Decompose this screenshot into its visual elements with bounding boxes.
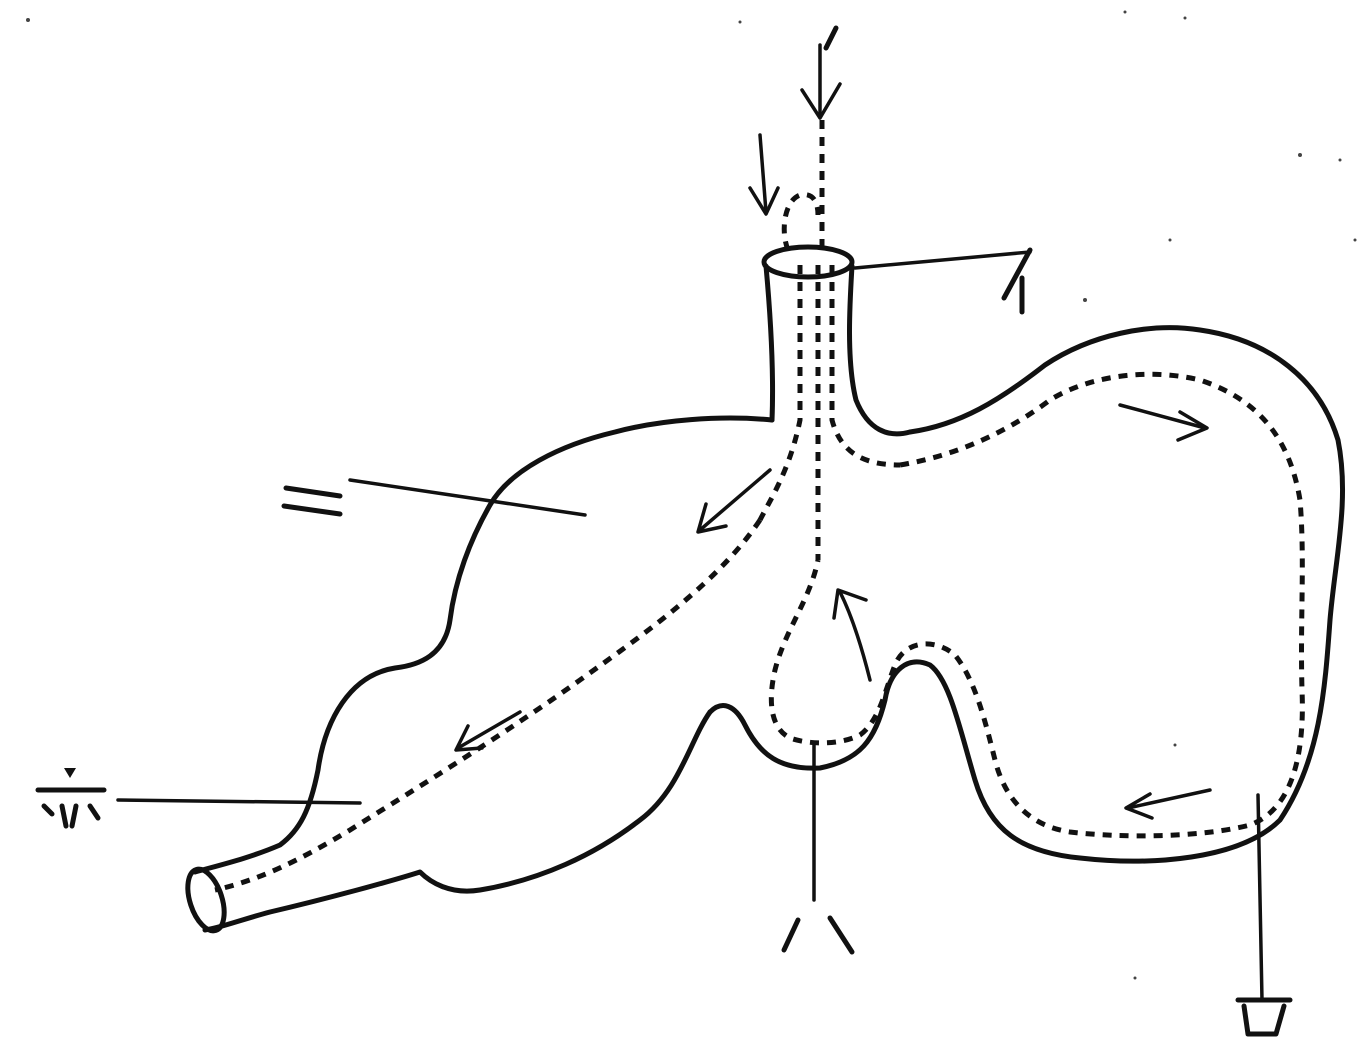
leader-lines — [118, 252, 1262, 1000]
arrow-right-upper-icon — [1120, 405, 1207, 440]
glyph-bottom-right — [1238, 1000, 1290, 1034]
arrow-left-lower-icon — [1126, 790, 1210, 818]
arrow-down-left-low-icon — [456, 712, 520, 750]
arrow-down-top-icon — [802, 45, 840, 118]
glyph-left-equals — [284, 488, 340, 514]
esophagus — [764, 247, 910, 434]
glyph-right-top — [1004, 250, 1030, 312]
arrow-up-center-icon — [834, 590, 870, 680]
esophagus-opening — [764, 247, 852, 277]
esophagus-right-wall — [850, 266, 911, 434]
upper-left-outline — [195, 418, 772, 872]
arrow-down-left-icon — [750, 135, 778, 214]
flow-paths — [215, 120, 1302, 890]
glyph-top — [826, 28, 836, 48]
duodenum-opening — [181, 865, 231, 936]
esophagus-left-wall — [766, 266, 773, 420]
flow-arrows — [456, 45, 1210, 818]
glyph-bottom-center — [784, 918, 852, 952]
glyph-left-fraction — [38, 768, 104, 826]
